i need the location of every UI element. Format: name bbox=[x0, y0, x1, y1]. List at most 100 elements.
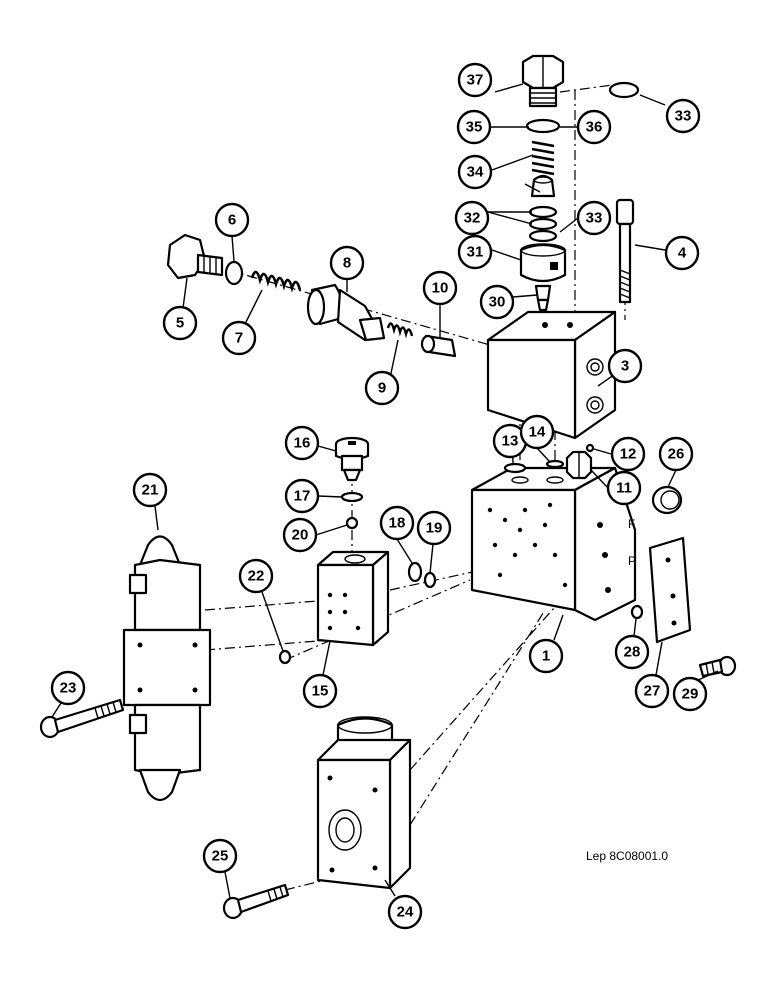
callout-6: 6 bbox=[214, 202, 250, 238]
svg-text:22: 22 bbox=[248, 568, 265, 585]
part-18-o-ring bbox=[407, 561, 423, 583]
callout-1: 1 bbox=[528, 638, 564, 674]
svg-text:25: 25 bbox=[212, 848, 229, 865]
svg-text:19: 19 bbox=[426, 520, 443, 537]
svg-text:31: 31 bbox=[467, 244, 484, 261]
part-5-fitting bbox=[166, 233, 224, 280]
part-30-nipple bbox=[534, 284, 552, 312]
svg-text:3: 3 bbox=[621, 358, 629, 375]
svg-text:20: 20 bbox=[292, 527, 309, 544]
callout-35: 35 bbox=[456, 109, 492, 145]
svg-text:16: 16 bbox=[294, 435, 311, 452]
part-3-valve-block bbox=[486, 310, 617, 440]
svg-text:9: 9 bbox=[378, 380, 386, 397]
part-25-screw bbox=[222, 883, 290, 920]
part-29-screw bbox=[698, 655, 737, 678]
callout-32: 32 bbox=[454, 200, 490, 236]
callout-37: 37 bbox=[457, 62, 493, 98]
callout-33-top: 33 bbox=[665, 98, 701, 134]
part-27-plate bbox=[648, 536, 692, 644]
callout-9: 9 bbox=[364, 370, 400, 406]
part-11-fitting bbox=[565, 450, 593, 480]
leader-lines bbox=[51, 83, 719, 899]
callout-8: 8 bbox=[329, 245, 365, 281]
part-9-spring bbox=[386, 322, 414, 339]
part-12-ball bbox=[585, 443, 595, 453]
svg-text:33: 33 bbox=[675, 108, 692, 125]
svg-text:6: 6 bbox=[228, 212, 236, 229]
callout-14: 14 bbox=[519, 414, 555, 450]
port-label-f: F bbox=[628, 517, 635, 531]
svg-text:33: 33 bbox=[586, 210, 603, 227]
part-16-check-valve bbox=[334, 436, 370, 482]
callout-21: 21 bbox=[132, 472, 168, 508]
part-20-ball bbox=[345, 516, 359, 530]
svg-text:4: 4 bbox=[678, 245, 687, 262]
part-10-pin bbox=[420, 334, 457, 358]
svg-text:18: 18 bbox=[389, 515, 406, 532]
port-label-p: P bbox=[628, 554, 636, 568]
part-24-relief-block bbox=[316, 716, 412, 890]
part-22-o-ring bbox=[278, 649, 292, 665]
part-21-solenoid-valve bbox=[122, 535, 212, 802]
callout-7: 7 bbox=[221, 320, 257, 356]
callouts: 37 33 35 36 34 32 33 31 30 4 3 10 8 9 6 … bbox=[50, 62, 708, 930]
svg-text:5: 5 bbox=[176, 315, 184, 332]
callout-5: 5 bbox=[162, 305, 198, 341]
callout-36: 36 bbox=[576, 109, 612, 145]
svg-text:13: 13 bbox=[502, 433, 519, 450]
svg-text:34: 34 bbox=[467, 164, 484, 181]
svg-text:7: 7 bbox=[235, 330, 243, 347]
part-14-o-ring bbox=[545, 459, 565, 469]
part-34-cap bbox=[530, 174, 556, 198]
callout-13: 13 bbox=[492, 423, 528, 459]
part-33-o-ring-lower bbox=[528, 229, 558, 243]
svg-text:28: 28 bbox=[624, 644, 641, 661]
callout-19: 19 bbox=[416, 510, 452, 546]
svg-text:30: 30 bbox=[489, 294, 506, 311]
svg-text:15: 15 bbox=[312, 683, 329, 700]
callout-15: 15 bbox=[302, 673, 338, 709]
svg-text:29: 29 bbox=[682, 686, 699, 703]
part-17-o-ring bbox=[340, 491, 364, 503]
callout-25: 25 bbox=[202, 838, 238, 874]
part-33-o-ring bbox=[608, 81, 640, 99]
callout-30: 30 bbox=[479, 284, 515, 320]
part-28-o-ring bbox=[630, 604, 644, 620]
svg-text:36: 36 bbox=[586, 119, 603, 136]
callout-27: 27 bbox=[634, 673, 670, 709]
callout-23: 23 bbox=[50, 670, 86, 706]
reference-code: Lep 8C08001.0 bbox=[586, 849, 668, 863]
part-32-washer-lower bbox=[528, 217, 558, 231]
svg-text:10: 10 bbox=[432, 280, 449, 297]
svg-text:32: 32 bbox=[464, 210, 481, 227]
svg-text:24: 24 bbox=[397, 904, 414, 921]
callout-22: 22 bbox=[238, 558, 274, 594]
callout-34: 34 bbox=[457, 154, 493, 190]
part-6-o-ring bbox=[224, 260, 244, 286]
part-26-plug bbox=[651, 485, 683, 515]
callout-18: 18 bbox=[379, 505, 415, 541]
part-37-plug bbox=[521, 54, 565, 108]
callout-3: 3 bbox=[607, 348, 643, 384]
callout-20: 20 bbox=[282, 517, 318, 553]
part-15-block bbox=[316, 550, 390, 647]
part-36-o-ring bbox=[525, 118, 561, 134]
part-31-housing bbox=[519, 243, 567, 283]
svg-text:11: 11 bbox=[616, 480, 632, 497]
svg-text:12: 12 bbox=[620, 446, 637, 463]
callout-11: 11 bbox=[606, 470, 642, 506]
svg-text:27: 27 bbox=[644, 683, 661, 700]
svg-text:37: 37 bbox=[467, 72, 484, 89]
svg-text:14: 14 bbox=[529, 424, 546, 441]
part-8-spool bbox=[306, 283, 386, 342]
part-7-spring bbox=[250, 270, 302, 293]
part-23-bolt bbox=[39, 698, 125, 739]
svg-text:21: 21 bbox=[142, 482, 159, 499]
svg-text:17: 17 bbox=[294, 488, 311, 505]
callout-33-lower: 33 bbox=[576, 200, 612, 236]
svg-text:23: 23 bbox=[60, 680, 77, 697]
part-13-o-ring bbox=[503, 462, 527, 474]
svg-text:8: 8 bbox=[343, 255, 351, 272]
